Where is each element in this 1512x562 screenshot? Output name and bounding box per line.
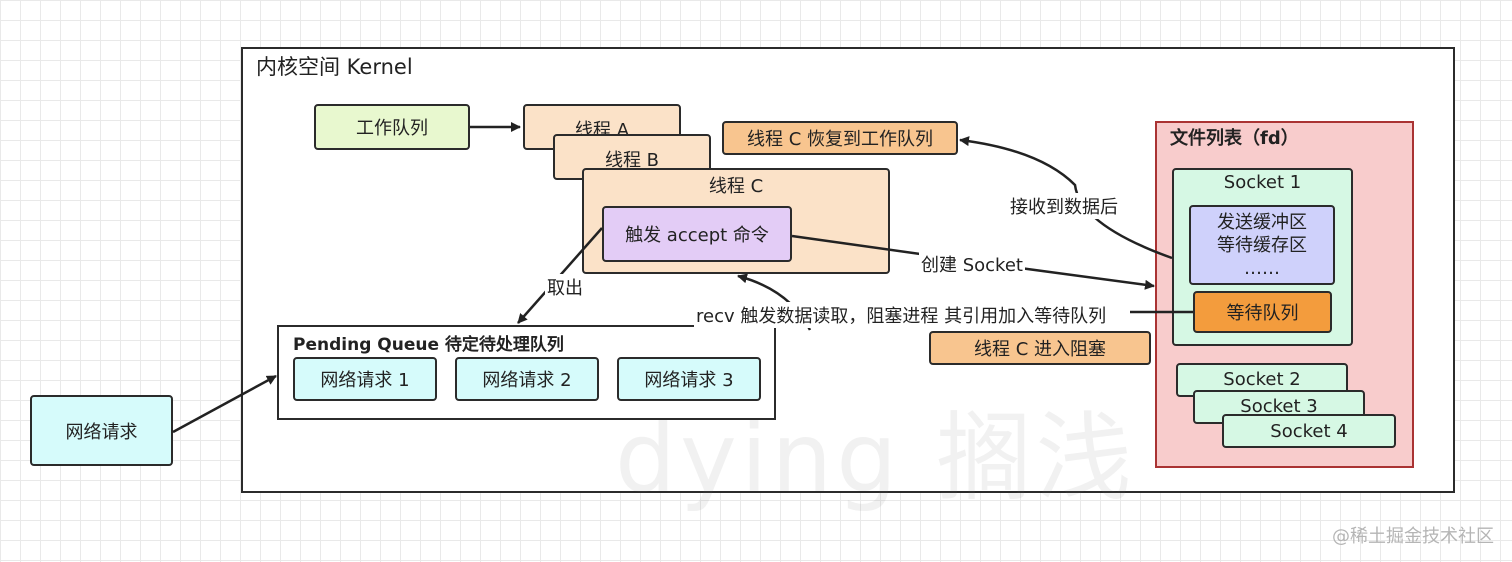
wait-buffer-label: 等待缓存区 [1217, 234, 1307, 256]
pending-request-1: 网络请求 1 [293, 357, 437, 401]
pending-request-2: 网络请求 2 [455, 357, 599, 401]
after-receive-label: 接收到数据后 [1008, 193, 1120, 219]
thread-b-label: 线程 B [604, 150, 660, 171]
pending-request-3: 网络请求 3 [617, 357, 761, 401]
thread-c-label: 线程 C [708, 176, 764, 197]
take-out-label: 取出 [545, 274, 585, 300]
socket-1-label: Socket 1 [1223, 172, 1302, 193]
socket-4-box: Socket 4 [1222, 414, 1396, 448]
credit-text: @稀土掘金技术社区 [1332, 526, 1494, 547]
pending-queue-title: Pending Queue 待定待处理队列 [293, 335, 564, 355]
watermark: dying 搁浅 [615, 402, 1136, 514]
send-buffer-label: 发送缓冲区 [1217, 211, 1307, 233]
network-request-box: 网络请求 [30, 395, 173, 466]
buffer-ellipsis: …… [1244, 257, 1280, 279]
thread-c-block-box: 线程 C 进入阻塞 [929, 331, 1151, 365]
wait-queue-box: 等待队列 [1193, 291, 1332, 333]
kernel-title: 内核空间 Kernel [256, 55, 413, 79]
create-socket-label: 创建 Socket [919, 251, 1025, 277]
arrow-after-receive [959, 136, 1173, 260]
socket-3-label: Socket 3 [1240, 396, 1318, 417]
socket-2-label: Socket 2 [1223, 369, 1301, 390]
thread-c-restore-box: 线程 C 恢复到工作队列 [722, 121, 958, 155]
recv-note-label: recv 触发数据读取，阻塞进程 其引用加入等待队列 [694, 302, 1109, 328]
work-queue-box: 工作队列 [314, 104, 470, 150]
socket-1-buffers: 发送缓冲区 等待缓存区 …… [1189, 205, 1335, 285]
accept-command-box: 触发 accept 命令 [602, 206, 792, 262]
arrow-request-to-pending [172, 374, 277, 434]
fd-table-title: 文件列表（fd） [1170, 128, 1299, 149]
